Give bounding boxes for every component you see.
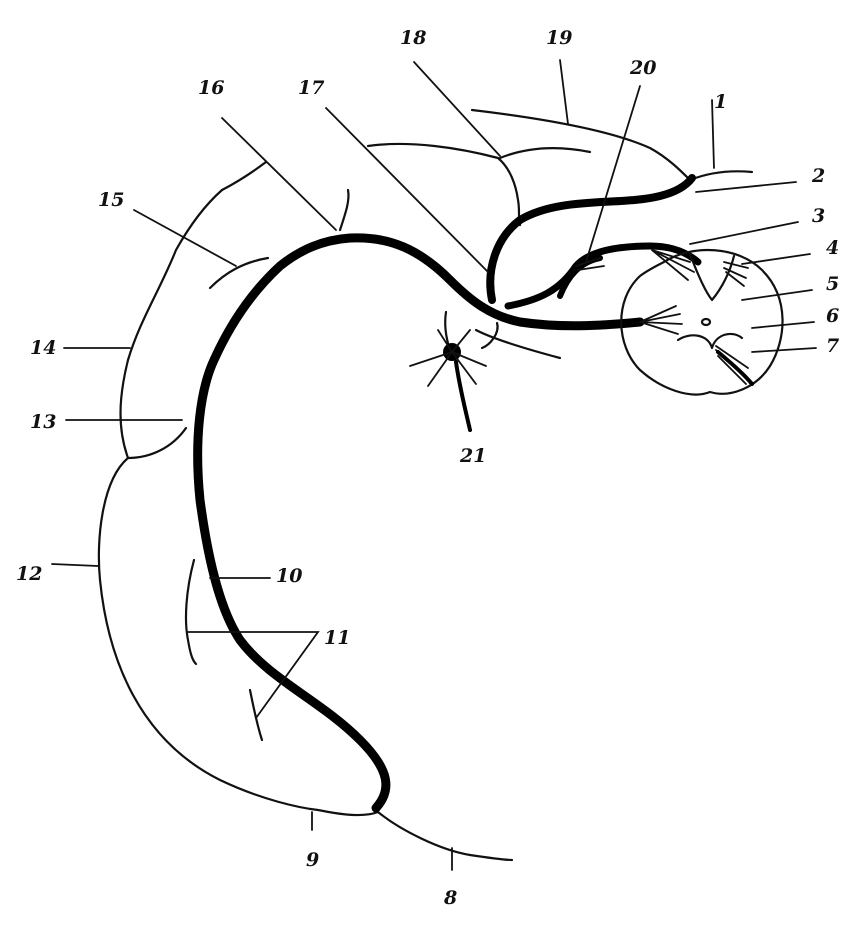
label-21: 21 xyxy=(459,445,486,467)
label-5: 5 xyxy=(826,273,839,295)
label-8: 8 xyxy=(443,887,457,909)
label-19: 19 xyxy=(546,27,572,49)
spinal-cord-section xyxy=(620,248,784,396)
ganglion xyxy=(409,310,487,432)
label-3: 3 xyxy=(812,205,825,227)
label-2: 2 xyxy=(811,165,825,187)
leader-lines xyxy=(51,59,817,871)
number-labels: 1 2 3 4 5 6 7 8 9 10 11 12 13 14 15 16 1… xyxy=(16,27,839,909)
label-15: 15 xyxy=(98,189,124,211)
label-4: 4 xyxy=(826,237,839,259)
label-10: 10 xyxy=(276,565,302,587)
label-13: 13 xyxy=(30,411,56,433)
main-nerve-trunk xyxy=(193,174,702,813)
label-6: 6 xyxy=(826,305,839,327)
label-14: 14 xyxy=(30,337,56,359)
label-9: 9 xyxy=(306,849,319,871)
label-17: 17 xyxy=(298,77,324,99)
spinal-roots xyxy=(575,249,749,385)
label-11: 11 xyxy=(324,627,350,649)
label-7: 7 xyxy=(826,335,839,357)
label-16: 16 xyxy=(198,77,224,99)
label-20: 20 xyxy=(629,57,656,79)
label-18: 18 xyxy=(400,27,426,49)
label-12: 12 xyxy=(16,563,42,585)
label-1: 1 xyxy=(714,91,727,113)
tissue-outlines xyxy=(97,108,754,862)
